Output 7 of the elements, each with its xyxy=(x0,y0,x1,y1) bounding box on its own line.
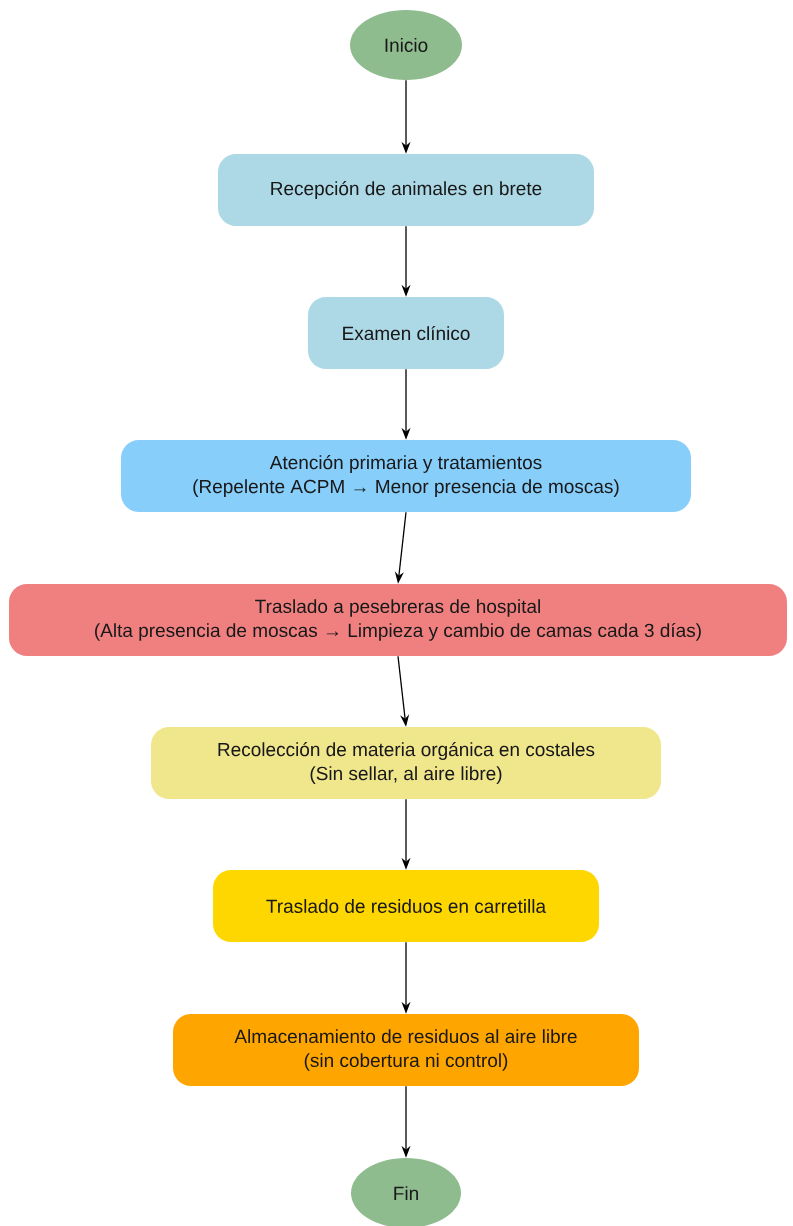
process-box: Recolección de materia orgánica en costales (Sin sellar, al aire libre) xyxy=(151,727,661,799)
process-box: Almacenamiento de residuos al aire libre (sin cobertura ni control) xyxy=(173,1014,639,1086)
process-box: Traslado a pesebreras de hospital (Alta presencia de moscas → Limpieza y cambio de camas cada 3 días) xyxy=(9,584,787,656)
process-box: Examen clínico xyxy=(308,297,504,369)
process-box: Recepción de animales en brete xyxy=(218,154,594,226)
process-box: Atención primaria y tratamientos (Repelente ACPM → Menor presencia de moscas) xyxy=(121,440,691,512)
process-box: Traslado de residuos en carretilla xyxy=(213,870,599,942)
